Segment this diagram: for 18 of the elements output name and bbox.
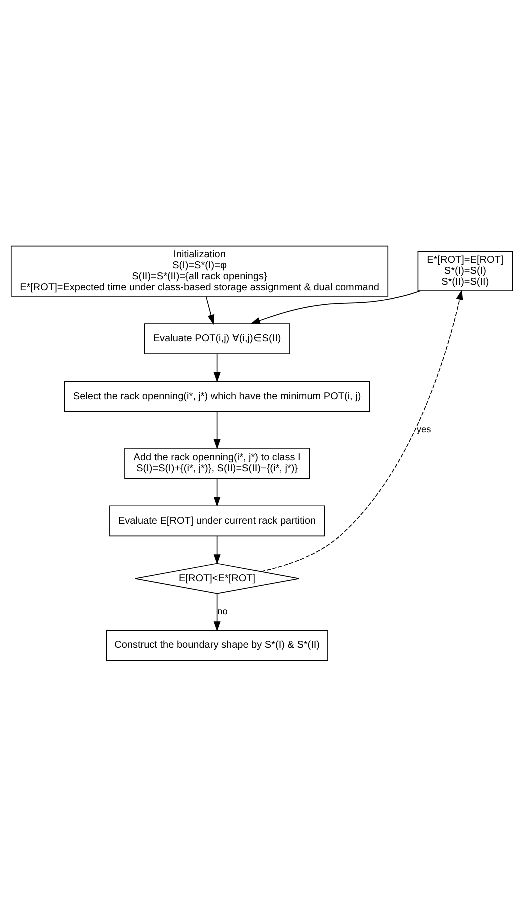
node-box: Evaluate POT(i,j) ∀(i,j)∈S(II) xyxy=(144,324,290,355)
arrow xyxy=(214,478,221,508)
edge-label: yes xyxy=(416,424,432,434)
node-box: Evaluate E[ROT] under current rack partition xyxy=(110,506,326,537)
node-box: E*[ROT]=E[ROT] S*(I)=S(I) S*(II)=S(II) xyxy=(418,251,514,292)
arrow xyxy=(206,296,215,326)
edge-label: no xyxy=(218,606,228,617)
node-diamond: E[ROT]<E*[ROT] xyxy=(134,563,300,594)
arrow xyxy=(250,290,422,324)
node-box: Initialization S(I)=S*(I)=φ S(II)=S*(II)={all rack openings} E*[ROT]=Expected time under class-based storage assignment & dual command xyxy=(10,246,389,297)
arrow xyxy=(214,536,221,565)
arrow xyxy=(260,290,464,572)
node-box: Add the rack openning(i*, j*) to class I S(I)=S(I)+{(i*, j*)}, S(II)=S(II)−{(i*, j*)} xyxy=(124,448,310,479)
node-box: Construct the boundary shape by S*(I) & S*(II) xyxy=(106,630,328,662)
node-box: Select the rack openning(i*, j*) which have the minimum POT(i, j) xyxy=(64,381,370,412)
arrow xyxy=(214,594,221,632)
arrow xyxy=(214,354,221,383)
arrow xyxy=(214,412,221,450)
